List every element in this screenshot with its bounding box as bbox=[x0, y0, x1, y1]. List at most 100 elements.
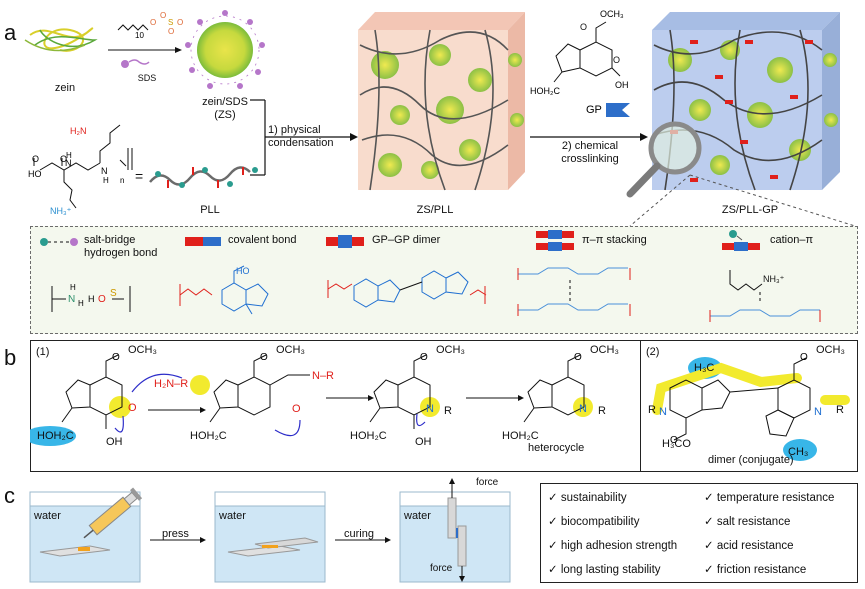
svg-text:N: N bbox=[659, 406, 667, 418]
amine-reagent: H₂N–R bbox=[154, 378, 189, 390]
svg-text:O: O bbox=[574, 352, 582, 363]
svg-text:O: O bbox=[420, 352, 428, 363]
gp-hoh2c: HOH₂C bbox=[530, 86, 560, 96]
svg-text:O: O bbox=[128, 402, 137, 414]
int1-hoh2c: HOH₂C bbox=[190, 430, 227, 442]
pll-label: PLL bbox=[200, 204, 220, 216]
gp-och3-b1: OCH₃ bbox=[128, 344, 157, 356]
pll-nh2-label: H₂N bbox=[70, 126, 87, 136]
oxygen-highlight bbox=[109, 396, 131, 418]
property-stability: ✓ long lasting stability bbox=[548, 564, 661, 576]
zs-pll-gp-label: ZS/PLL-GP bbox=[721, 204, 779, 216]
scene-press bbox=[214, 491, 326, 583]
svg-text:H: H bbox=[103, 176, 109, 185]
step1-line2: condensation bbox=[268, 137, 334, 149]
heterocycle-label: heterocycle bbox=[528, 442, 585, 454]
svg-text:HO: HO bbox=[28, 169, 42, 179]
zein-label: zein bbox=[54, 82, 76, 94]
pll-chemical-structure bbox=[33, 124, 133, 209]
hetero-och3: OCH₃ bbox=[590, 344, 619, 356]
gp-oh-b1: OH bbox=[106, 436, 123, 448]
gp-gp-dimer-label: GP–GP dimer bbox=[372, 234, 441, 246]
property-adhesion-strength: ✓ high adhesion strength bbox=[548, 540, 678, 552]
equals-sign: = bbox=[135, 168, 144, 184]
legend-graphics: N H H H O S bbox=[40, 230, 821, 322]
gp-dimer-icon bbox=[326, 235, 364, 248]
svg-text:O: O bbox=[580, 22, 587, 32]
zein-molecule-illustration bbox=[24, 27, 98, 52]
gp-label: GP bbox=[586, 104, 602, 116]
dimer-h3c: H₃C bbox=[694, 362, 715, 374]
covalent-bond-icon bbox=[185, 237, 221, 246]
svg-text:H: H bbox=[66, 151, 72, 160]
intermediate-structure-2 bbox=[369, 354, 431, 429]
hetero-hoh2c: HOH₂C bbox=[502, 430, 539, 442]
int2-och3: OCH₃ bbox=[436, 344, 465, 356]
panel-b-sub1: (1) bbox=[36, 346, 50, 358]
force-label-top: force bbox=[476, 477, 499, 488]
zein-sds-label-line2: (ZS) bbox=[214, 109, 236, 121]
panel-b-box bbox=[30, 340, 858, 472]
gp-flag-icon bbox=[606, 103, 630, 117]
step2-line1: 2) chemical bbox=[561, 140, 619, 152]
svg-text:S: S bbox=[168, 18, 173, 27]
cation-pi-label: cation–π bbox=[770, 234, 814, 246]
intermediate-structure-1 bbox=[209, 354, 310, 423]
dimer-och3: OCH₃ bbox=[816, 344, 845, 356]
int1-och3: OCH₃ bbox=[276, 344, 305, 356]
svg-text:O: O bbox=[168, 27, 174, 36]
hoh2c-highlight-1 bbox=[30, 426, 76, 446]
property-salt-resistance: ✓ salt resistance bbox=[704, 516, 791, 528]
magnifier-icon bbox=[626, 121, 702, 198]
svg-text:O: O bbox=[112, 352, 120, 363]
dimer-r-left: R bbox=[648, 404, 656, 416]
scene-curing bbox=[399, 478, 511, 583]
svg-text:O: O bbox=[800, 352, 808, 363]
panel-b-sub2: (2) bbox=[646, 346, 660, 358]
sds-molecule-drawing: 10 O O S O O bbox=[108, 11, 183, 68]
svg-text:O: O bbox=[160, 11, 166, 20]
svg-text:H: H bbox=[70, 283, 76, 292]
heterocycle-structure bbox=[523, 354, 585, 423]
zein-sds-particle bbox=[185, 10, 265, 89]
dimer-structure-b bbox=[669, 357, 811, 441]
int2-hoh2c: HOH₂C bbox=[350, 430, 387, 442]
panel-b-divider bbox=[640, 340, 641, 471]
property-temperature-resistance: ✓ temperature resistance bbox=[704, 492, 835, 504]
dimer-caption: dimer (conjugate) bbox=[708, 454, 794, 466]
hetero-r: R bbox=[598, 405, 606, 417]
zs-pll-label: ZS/PLL bbox=[416, 204, 454, 216]
conjugation-highlight bbox=[652, 362, 802, 415]
syringe-icon bbox=[83, 487, 143, 539]
dimer-ch3: CH₃ bbox=[788, 446, 809, 458]
int2-oh: OH bbox=[415, 436, 432, 448]
gp-molecule-structure bbox=[553, 21, 621, 83]
property-sustainability: ✓ sustainability bbox=[548, 492, 627, 504]
zs-pll-hydrogel-cube bbox=[358, 12, 525, 191]
pll-chain-illustration bbox=[149, 166, 258, 188]
panel-label-a: a bbox=[4, 20, 17, 45]
svg-text:N: N bbox=[426, 403, 434, 415]
ch3-highlight bbox=[783, 439, 817, 461]
svg-text:H: H bbox=[78, 299, 84, 308]
sds-subscript: 10 bbox=[135, 31, 144, 40]
reaction-mechanism-graphic: O O N N N N O O O O O O bbox=[30, 352, 850, 461]
step2-line2: crosslinking bbox=[561, 153, 619, 165]
svg-text:O: O bbox=[98, 294, 106, 305]
scene-apply-adhesive bbox=[29, 487, 143, 583]
salt-bridge-icon bbox=[40, 238, 78, 246]
properties-box bbox=[540, 483, 858, 583]
water-label-2: water bbox=[219, 510, 246, 522]
water-label-1: water bbox=[34, 510, 61, 522]
svg-text:N: N bbox=[65, 158, 72, 168]
covalent-structure bbox=[221, 265, 269, 315]
cation-pi-nh3-label: NH₃⁺ bbox=[763, 274, 785, 284]
svg-text:O: O bbox=[60, 154, 67, 164]
pi-pi-stacking-icon bbox=[536, 230, 574, 251]
panel-label-b: b bbox=[4, 345, 17, 370]
gp-structure-1 bbox=[61, 354, 123, 429]
force-label-bottom: force bbox=[430, 563, 453, 574]
zein-sds-label: zein/SDS (ZS) bbox=[195, 96, 255, 122]
salt-bridge-structure bbox=[51, 286, 131, 312]
cation-pi-icon bbox=[722, 230, 760, 251]
